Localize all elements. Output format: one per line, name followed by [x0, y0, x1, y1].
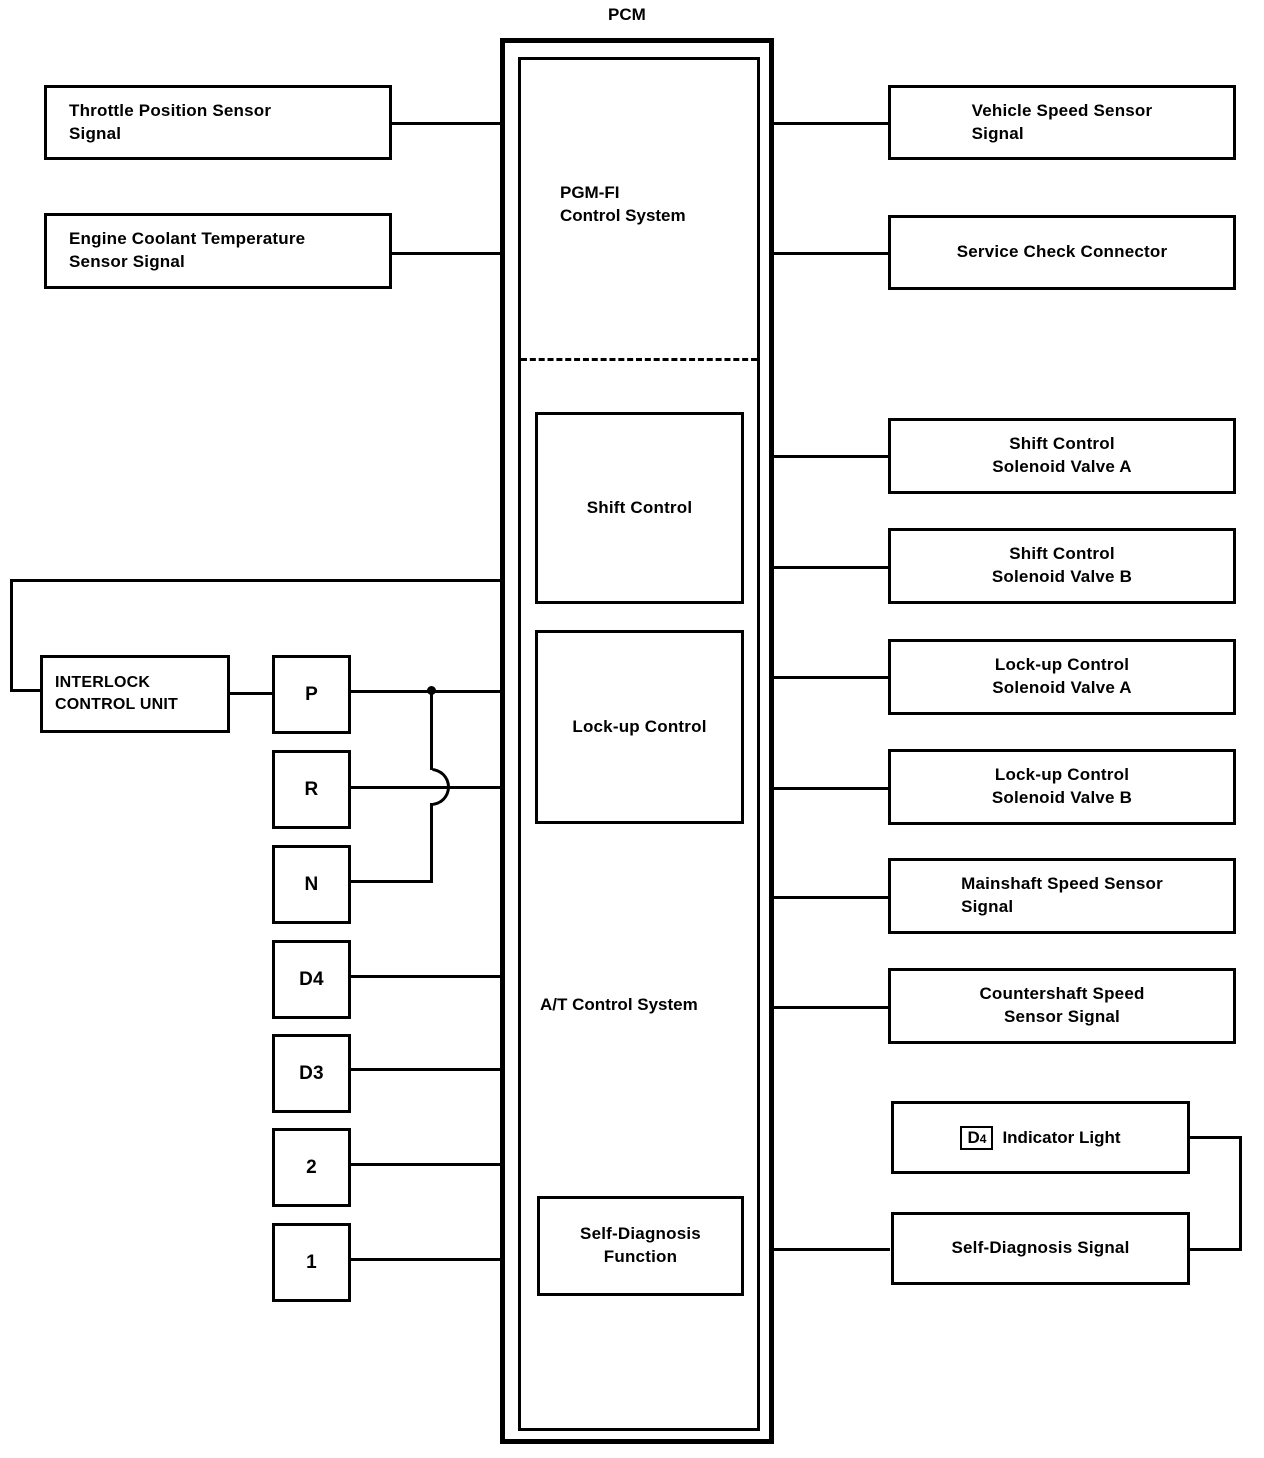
wire-shift-to-solenoid-b [742, 566, 890, 569]
shift-control-label: Shift Control [586, 497, 693, 517]
engine-coolant-temperature-sensor-signal-label: Engine Coolant Temperature Sensor Signal [69, 229, 306, 271]
gear-position-r[interactable]: R [272, 750, 351, 829]
countershaft-speed-sensor-signal-label: Countershaft Speed Sensor Signal [979, 984, 1145, 1026]
wire-pcm-to-vehicle-speed [760, 122, 890, 125]
wire-p-branch-down2 [430, 803, 433, 882]
gear-label-n: N [304, 873, 319, 895]
at-control-system-label: A/T Control System [540, 995, 698, 1014]
gear-label-2: 2 [306, 1156, 317, 1178]
pcm-title: PCM [608, 5, 646, 24]
wire-p-to-pcm [350, 690, 525, 693]
gear-label-1: 1 [306, 1251, 317, 1273]
wire-indicator-right-a [1190, 1136, 1242, 1139]
throttle-position-sensor-signal-box[interactable]: Throttle Position Sensor Signal [44, 85, 392, 160]
lockup-control-solenoid-valve-a-label: Lock-up Control Solenoid Valve A [992, 655, 1132, 697]
gear-label-d4: D4 [299, 968, 324, 990]
wire-coolant-to-pcm [392, 252, 522, 255]
mainshaft-speed-sensor-signal-box[interactable]: Mainshaft Speed Sensor Signal [888, 858, 1236, 934]
wire-lockup-to-solenoid-b [742, 787, 890, 790]
d4-indicator-light-label: Indicator Light [1002, 1127, 1121, 1147]
wire-lockup-to-solenoid-a [742, 676, 890, 679]
gear-position-d3[interactable]: D3 [272, 1034, 351, 1113]
wire-interlock-bus-top [10, 579, 525, 582]
interlock-control-unit-label: INTERLOCK CONTROL UNIT [55, 674, 178, 713]
shift-control-solenoid-valve-b-label: Shift Control Solenoid Valve B [991, 544, 1133, 586]
gear-position-n[interactable]: N [272, 845, 351, 924]
wire-n-to-branch [350, 880, 433, 883]
lockup-control-label: Lock-up Control [572, 716, 707, 736]
vehicle-speed-sensor-signal-label: Vehicle Speed Sensor Signal [971, 100, 1153, 143]
engine-coolant-temperature-sensor-signal-box[interactable]: Engine Coolant Temperature Sensor Signal [44, 213, 392, 289]
gear-position-2[interactable]: 2 [272, 1128, 351, 1207]
self-diagnosis-function-label: Self-Diagnosis Function [580, 1224, 701, 1266]
self-diagnosis-signal-box[interactable]: Self-Diagnosis Signal [891, 1212, 1190, 1285]
self-diagnosis-function-block[interactable]: Self-Diagnosis Function [537, 1196, 744, 1296]
gear-position-p[interactable]: P [272, 655, 351, 734]
wire-hop-crossover [430, 768, 450, 806]
wire-d4-to-pcm [350, 975, 525, 978]
pgm-fi-control-system-label: PGM-FI Control System [560, 183, 686, 225]
wire-1-to-pcm [350, 1258, 525, 1261]
wire-2-to-pcm [350, 1163, 525, 1166]
wire-at-to-countershaft [760, 1006, 890, 1009]
vehicle-speed-sensor-signal-box[interactable]: Vehicle Speed Sensor Signal [888, 85, 1236, 160]
pcm-section-divider [521, 358, 757, 361]
gear-position-d4[interactable]: D4 [272, 940, 351, 1019]
wire-shift-to-solenoid-a [742, 455, 890, 458]
wire-p-branch-down [430, 690, 433, 770]
wire-throttle-to-pcm [392, 122, 522, 125]
lockup-control-solenoid-valve-b-box[interactable]: Lock-up Control Solenoid Valve B [888, 749, 1236, 825]
shift-control-block[interactable]: Shift Control [535, 412, 744, 604]
service-check-connector-label: Service Check Connector [956, 242, 1168, 262]
lockup-control-solenoid-valve-a-box[interactable]: Lock-up Control Solenoid Valve A [888, 639, 1236, 715]
gear-label-d3: D3 [299, 1062, 324, 1084]
countershaft-speed-sensor-signal-box[interactable]: Countershaft Speed Sensor Signal [888, 968, 1236, 1044]
shift-control-solenoid-valve-a-label: Shift Control Solenoid Valve A [992, 434, 1132, 476]
wire-d3-to-pcm [350, 1068, 525, 1071]
mainshaft-speed-sensor-signal-label: Mainshaft Speed Sensor Signal [961, 874, 1163, 916]
wire-interlock-bus-left [10, 579, 13, 692]
lockup-control-block[interactable]: Lock-up Control [535, 630, 744, 824]
throttle-position-sensor-signal-label: Throttle Position Sensor Signal [69, 100, 272, 143]
d4-badge-subscript: 4 [979, 1131, 987, 1146]
wire-interlock-to-p [228, 692, 274, 695]
wire-at-to-mainshaft [760, 896, 890, 899]
interlock-control-unit-box[interactable]: INTERLOCK CONTROL UNIT [40, 655, 230, 733]
shift-control-solenoid-valve-b-box[interactable]: Shift Control Solenoid Valve B [888, 528, 1236, 604]
wire-indicator-down [1239, 1136, 1242, 1251]
lockup-control-solenoid-valve-b-label: Lock-up Control Solenoid Valve B [991, 765, 1133, 807]
wire-indicator-right-b [1190, 1248, 1242, 1251]
gear-label-p: P [305, 683, 318, 705]
self-diagnosis-signal-label: Self-Diagnosis Signal [951, 1238, 1130, 1258]
junction-dot-p [427, 686, 436, 695]
service-check-connector-box[interactable]: Service Check Connector [888, 215, 1236, 290]
gear-position-1[interactable]: 1 [272, 1223, 351, 1302]
wire-pcm-to-service-check [760, 252, 890, 255]
wire-selfdiag-to-signal [742, 1248, 890, 1251]
shift-control-solenoid-valve-a-box[interactable]: Shift Control Solenoid Valve A [888, 418, 1236, 494]
wire-interlock-bus-into-unit [10, 689, 45, 692]
gear-label-r: R [304, 778, 319, 800]
d4-badge-letter: D [967, 1127, 980, 1147]
